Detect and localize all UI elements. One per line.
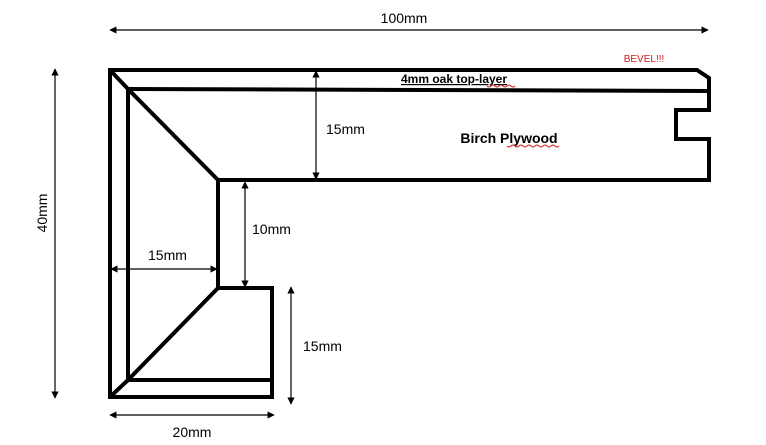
label-top-layer: 4mm oak top-layer [401, 72, 507, 86]
label-foot-width: 20mm [173, 424, 212, 440]
label-total-height: 40mm [34, 194, 50, 233]
outer-outline [108, 68, 711, 399]
profile-outline [108, 68, 711, 399]
label-inner-drop: 10mm [252, 221, 291, 237]
label-core-material: Birch Plywood [460, 130, 557, 146]
dimension-lines [51, 26, 709, 419]
label-foot-height: 15mm [303, 338, 342, 354]
spellcheck-squiggle-top-layer [486, 84, 516, 88]
label-bevel-note: BEVEL!!! [624, 54, 665, 65]
label-side-width: 15mm [148, 247, 187, 263]
spellcheck-squiggle-core [506, 144, 560, 148]
label-top-thickness: 15mm [326, 121, 365, 137]
miter-inner-top [126, 87, 220, 182]
top-layer-line [127, 87, 710, 93]
miter-inner-bottom [126, 286, 220, 382]
label-total-width: 100mm [381, 10, 428, 26]
miter-top-left [108, 68, 130, 91]
miter-bottom-left [108, 378, 130, 399]
